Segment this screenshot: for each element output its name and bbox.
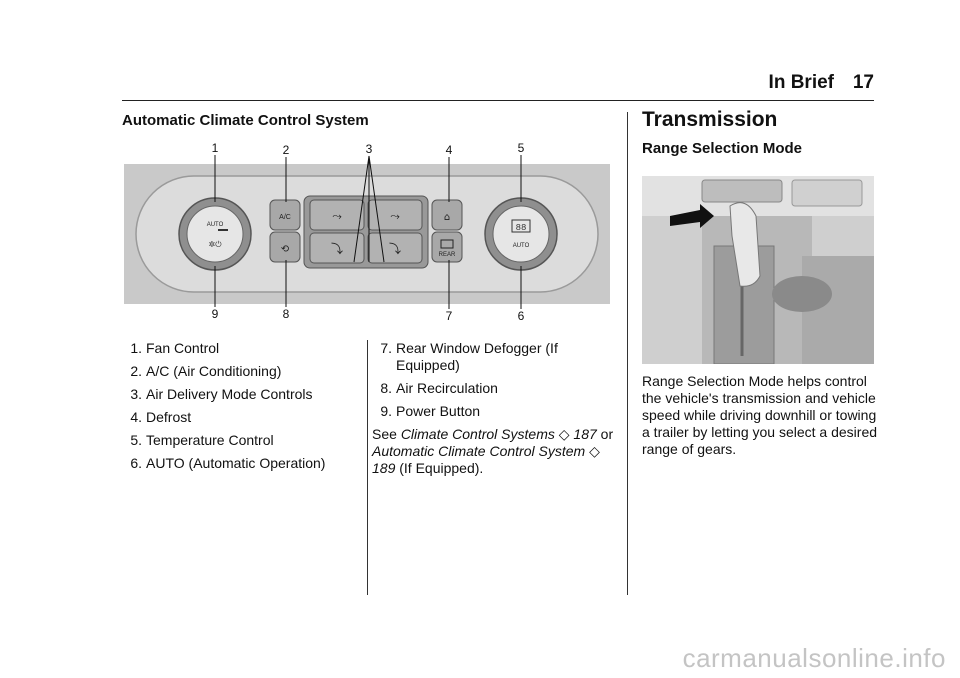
list-item: 3.Air Delivery Mode Controls: [130, 386, 313, 402]
ac-button-label: A/C: [279, 214, 291, 221]
callout-8: 8: [283, 307, 290, 321]
callout-5: 5: [518, 141, 525, 155]
range-selection-subtitle: Range Selection Mode: [642, 140, 803, 157]
climate-control-illustration: 1 2 3 4 5 9 8 7 6 AUTO ✲⏻ 88 AUTO A/C ⟲ …: [124, 141, 610, 323]
recirculation-icon: ⟲: [281, 244, 290, 255]
list-item: 7.Rear Window Defogger (If Equipped): [380, 340, 558, 373]
vent-mode-icon: ⤳: [332, 209, 342, 223]
list-item: 8.Air Recirculation: [380, 380, 498, 396]
power-icon: ✲⏻: [208, 240, 222, 249]
callout-3: 3: [366, 142, 373, 156]
callout-9: 9: [212, 307, 219, 321]
watermark: carmanualsonline.info: [682, 643, 946, 673]
page-number: 17: [852, 72, 874, 93]
callout-4: 4: [446, 143, 453, 157]
automatic-climate-control-link[interactable]: Automatic Climate Control System: [372, 443, 586, 459]
temperature-display-icon: 88: [516, 223, 527, 233]
rear-defog-label: REAR: [439, 252, 456, 258]
column-divider: [627, 112, 628, 595]
see-reference: See Climate Control Systems ◇ 187 or Aut…: [372, 426, 614, 476]
callout-2: 2: [283, 143, 290, 157]
arrow-icon: [670, 204, 714, 228]
shifter-photo: [642, 176, 874, 364]
climate-control-systems-link[interactable]: Climate Control Systems: [400, 426, 555, 442]
fan-knob-label: AUTO: [207, 222, 224, 228]
callout-6: 6: [518, 309, 525, 323]
page-ref-icon: ◇: [558, 426, 570, 442]
list-item: 6.AUTO (Automatic Operation): [130, 455, 326, 471]
callout-7: 7: [446, 309, 453, 323]
floor-defrost-mode-icon: ⤵: [389, 242, 401, 256]
climate-section-title: Automatic Climate Control System: [122, 112, 369, 129]
list-item: 5.Temperature Control: [130, 432, 274, 448]
climate-legend-list-1: 1.Fan Control 2.A/C (Air Conditioning) 3…: [122, 340, 352, 478]
page-ref-icon: ◇: [589, 443, 600, 459]
callout-1: 1: [212, 141, 219, 155]
section-name: In Brief: [768, 72, 834, 93]
defrost-icon: ⌂: [444, 212, 450, 223]
list-item: 4.Defrost: [130, 409, 192, 425]
floor-mode-icon: ⤵: [331, 242, 343, 256]
climate-legend-list-2: 7.Rear Window Defogger (If Equipped) 8.A…: [372, 340, 614, 477]
range-selection-description: Range Selection Mode helps control the v…: [642, 373, 878, 457]
bi-level-mode-icon: ⤳: [390, 209, 400, 223]
list-item: 1.Fan Control: [130, 340, 220, 356]
column-divider: [367, 340, 368, 595]
page-header: In Brief 17: [122, 70, 874, 101]
list-item: 2.A/C (Air Conditioning): [130, 363, 282, 379]
list-item: 9.Power Button: [380, 403, 481, 419]
transmission-title: Transmission: [642, 108, 778, 131]
auto-knob-label: AUTO: [513, 243, 530, 249]
